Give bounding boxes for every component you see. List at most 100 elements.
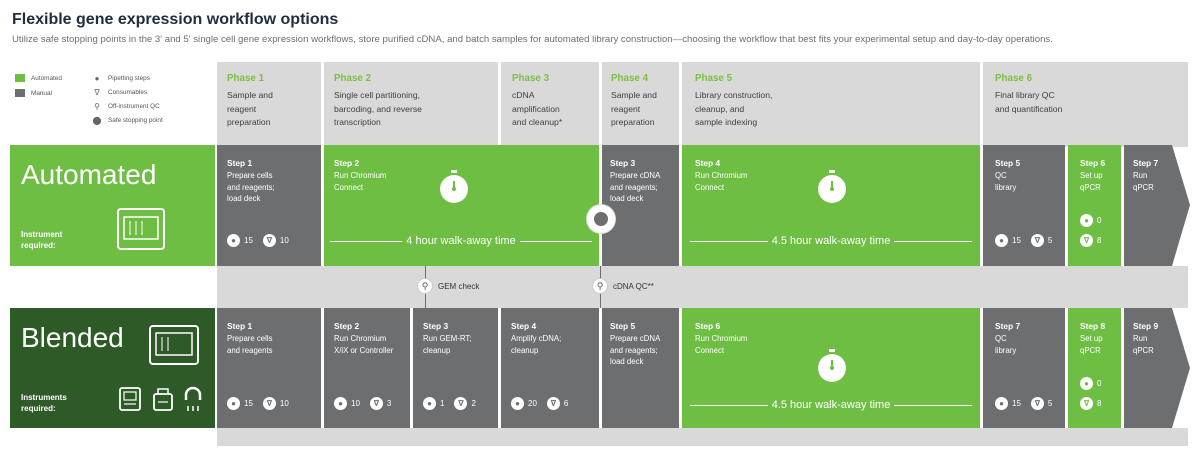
phase-3-header: Phase 3 cDNA amplification and cleanup* (501, 62, 599, 147)
consumables-count: 5 (1047, 236, 1053, 245)
step-text: Run Chromium Connect (695, 334, 748, 355)
cdna-qc: ⚲ cDNA QC** (592, 278, 654, 294)
phase-name: Phase 4 (611, 73, 649, 84)
automated-step-6: Step 6 Set up qPCR ●0 ∇8 (1068, 145, 1121, 266)
phase-desc: Sample and reagent preparation (611, 90, 657, 127)
droplet-icon: ● (94, 74, 100, 83)
step-counts: ● 15 ∇5 (995, 234, 1058, 247)
step-counts: ●15 ∇10 (227, 234, 295, 247)
step-name: Step 4 (511, 321, 537, 331)
tube-icon: ∇ (1080, 234, 1093, 247)
magnifier-icon: ⚲ (94, 102, 100, 111)
step-text: Set up qPCR (1080, 171, 1103, 192)
blended-step-5: Step 5 Prepare cDNA and reagents; load d… (602, 308, 679, 428)
automated-label: Automated (21, 159, 157, 190)
manual-swatch (15, 89, 25, 97)
pipetting-count: 1 (440, 399, 445, 408)
legend-manual-label: Manual (31, 89, 52, 97)
phase-name: Phase 1 (227, 73, 265, 84)
blended-step-6: Step 6 Run Chromium Connect (682, 308, 980, 428)
droplet-icon: ● (334, 397, 347, 410)
automated-step-7: Step 7 Run qPCR (1124, 145, 1174, 266)
legend-automated: Automated (15, 74, 62, 82)
automated-step-4: Step 4 Run Chromium Connect (682, 145, 980, 266)
droplet-icon: ● (227, 234, 240, 247)
walkaway-label: 4 hour walk-away time (406, 235, 516, 247)
step-consumables: ∇8 (1080, 234, 1107, 247)
tube-icon: ∇ (546, 397, 560, 410)
blended-walkaway: 4.5 hour walk-away time (690, 399, 973, 411)
tube-icon: ∇ (94, 88, 100, 97)
step-name: Step 8 (1080, 321, 1106, 331)
page-subtitle: Utilize safe stopping points in the 3' a… (12, 34, 1053, 45)
legend-pipetting-label: Pipetting steps (108, 75, 150, 82)
blended-step-9-arrow (1124, 308, 1190, 428)
pipetting-count: 15 (244, 236, 253, 245)
automated-step-3: Step 3 Prepare cDNA and reagents; load d… (602, 145, 679, 266)
blended-step-8: Step 8 Set up qPCR ●0 ∇8 (1068, 308, 1121, 428)
step-pipetting: ●0 (1080, 214, 1107, 227)
magnifier-icon: ⚲ (417, 278, 433, 294)
walkaway-label: 4.5 hour walk-away time (771, 235, 891, 247)
pipetting-count: 0 (1097, 379, 1102, 388)
droplet-icon: ● (511, 397, 524, 410)
step-name: Step 1 (227, 321, 253, 331)
blended-step-4: Step 4 Amplify cDNA; cleanup ●20 ∇6 (501, 308, 599, 428)
consumables-count: 5 (1047, 399, 1053, 408)
stopwatch-icon (440, 170, 468, 203)
automated-walkaway-2: 4.5 hour walk-away time (690, 235, 973, 247)
instrument-required-label: Instrument required: (21, 230, 63, 250)
tube-icon: ∇ (454, 397, 468, 410)
step-counts: ●15 ∇10 (227, 397, 295, 410)
step-name: Step 9 (1133, 321, 1159, 331)
phase-2-header: Phase 2 Single cell partitioning, barcod… (324, 62, 498, 147)
gem-check-label: GEM check (438, 281, 480, 291)
blended-step-7: Step 7 QC library ●15 ∇5 (983, 308, 1065, 428)
tube-icon: ∇ (1030, 234, 1044, 247)
step-text: Run GEM-RT; cleanup (423, 334, 472, 355)
controller-icon (119, 387, 141, 411)
droplet-icon: ● (995, 397, 1008, 410)
step-name: Step 5 (610, 321, 636, 331)
step-text: QC library (995, 334, 1017, 355)
automated-walkaway-1: 4 hour walk-away time (330, 235, 592, 247)
step-name: Step 6 (1080, 158, 1106, 168)
pipetting-count: 15 (1012, 236, 1021, 245)
blended-step-1: Step 1 Prepare cells and reagents ●15 ∇1… (217, 308, 321, 428)
cdna-qc-label: cDNA QC** (613, 281, 654, 291)
step-text: Run qPCR (1133, 171, 1154, 192)
step-name: Step 3 (610, 158, 636, 168)
step-name: Step 5 (995, 158, 1021, 168)
legend-pipetting: ● Pipetting steps (92, 74, 150, 83)
tube-icon: ∇ (262, 234, 276, 247)
step-text: Run Chromium Connect (695, 171, 748, 192)
legend-consumables: ∇ Consumables (92, 88, 147, 97)
consumables-count: 8 (1097, 399, 1102, 408)
automated-step-7-arrow (1124, 145, 1190, 266)
step-consumables: ∇8 (1080, 397, 1107, 410)
tube-icon: ∇ (1080, 397, 1093, 410)
blended-step-2: Step 2 Run Chromium X/iX or Controller ●… (324, 308, 410, 428)
thermal-cycler-icon (153, 388, 173, 411)
droplet-icon: ● (995, 234, 1008, 247)
phase-1-header: Phase 1 Sample and reagent preparation (217, 62, 321, 147)
blended-step-9: Step 9 Run qPCR (1124, 308, 1174, 428)
legend-safestop: ⬤ Safe stopping point (92, 116, 163, 125)
automated-step-5: Step 5 QC library ●15 ∇5 (983, 145, 1065, 266)
step-text: Prepare cDNA and reagents; load deck (610, 171, 661, 203)
phase-4-header: Phase 4 Sample and reagent preparation (602, 62, 679, 147)
phase-name: Phase 6 (995, 73, 1033, 84)
step-text: Amplify cDNA; cleanup (511, 334, 562, 355)
legend-manual: Manual (15, 89, 52, 97)
step-name: Step 7 (995, 321, 1021, 331)
pipetting-count: 15 (244, 399, 253, 408)
step-text: Prepare cDNA and reagents; load deck (610, 334, 661, 366)
legend-automated-label: Automated (31, 74, 62, 82)
connect-instrument-icon (117, 208, 165, 250)
automated-step-1: Step 1 Prepare cells and reagents; load … (217, 145, 321, 266)
pipetting-count: 10 (351, 399, 360, 408)
step-text: Prepare cells and reagents (227, 334, 273, 355)
step-text: Run Chromium Connect (334, 171, 387, 192)
phase-name: Phase 2 (334, 73, 372, 84)
droplet-icon: ● (1080, 214, 1093, 227)
